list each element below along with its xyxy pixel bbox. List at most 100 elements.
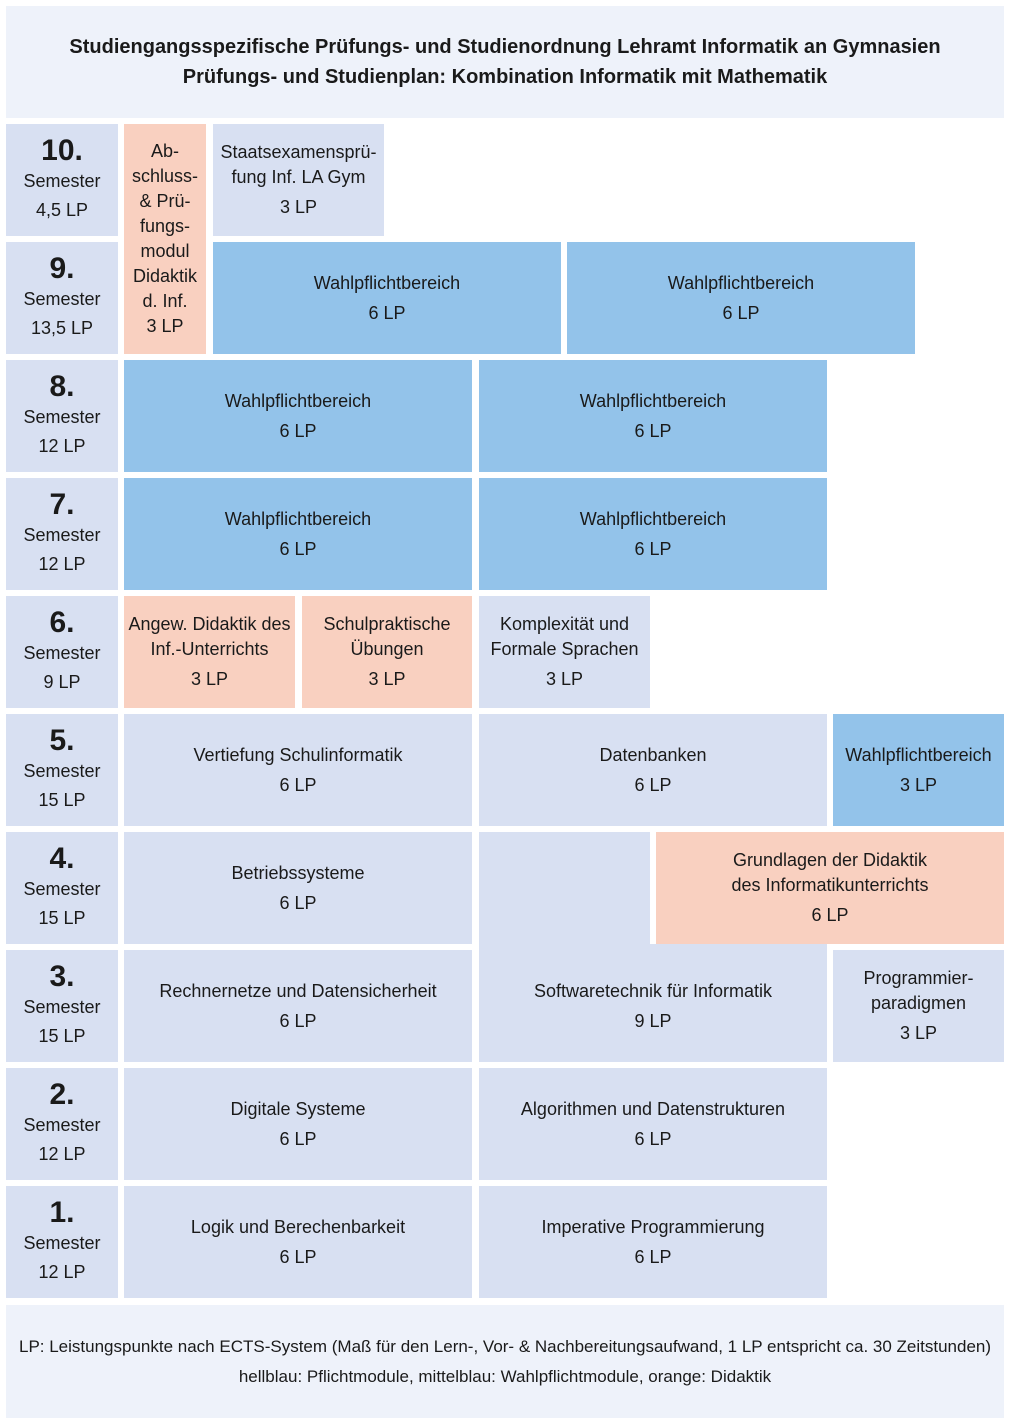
module-grundlagen-didaktik: Grundlagen der Didaktik des Informatikun… xyxy=(656,832,1004,944)
module-softwaretechnik: Softwaretechnik für Informatik 9 LP xyxy=(479,944,827,1062)
module-algorithmen-datenstrukturen: Algorithmen und Datenstrukturen 6 LP xyxy=(479,1068,827,1180)
module-vertiefung-schulinformatik: Vertiefung Schulinformatik 6 LP xyxy=(124,714,472,826)
semester-lp: 9 LP xyxy=(43,672,81,692)
module-lp: 6 LP xyxy=(279,420,317,441)
module-wahlpflicht-s9-b: Wahlpflichtbereich 6 LP xyxy=(567,242,915,354)
module-wahlpflicht-s8-a: Wahlpflichtbereich 6 LP xyxy=(124,360,472,472)
module-name-line: Staatsexamensprü- xyxy=(220,142,377,162)
legend-footer: LP: Leistungspunkte nach ECTS-System (Ma… xyxy=(6,1305,1004,1418)
module-name: Rechnernetze und Datensicherheit xyxy=(159,980,437,1001)
module-name: Wahlpflichtbereich xyxy=(845,744,992,765)
semester-label: Semester xyxy=(23,525,101,545)
semester-1: 1. Semester 12 LP xyxy=(6,1186,118,1298)
semester-label: Semester xyxy=(23,1233,101,1253)
semester-label: Semester xyxy=(23,1115,101,1135)
module-lp: 6 LP xyxy=(634,1128,672,1149)
module-abschlussmodul-didaktik: Ab- schluss- & Prü- fungs- modul Didakti… xyxy=(124,124,206,354)
module-name-line: Inf.-Unterrichts xyxy=(150,639,269,659)
semester-label: Semester xyxy=(23,407,101,427)
module-wahlpflicht-s5: Wahlpflichtbereich 3 LP xyxy=(833,714,1004,826)
semester-lp: 4,5 LP xyxy=(35,200,89,220)
module-wahlpflicht-s8-b: Wahlpflichtbereich 6 LP xyxy=(479,360,827,472)
module-lp: 6 LP xyxy=(279,1010,317,1031)
module-lp: 3 LP xyxy=(899,774,938,795)
module-name-line: fung Inf. LA Gym xyxy=(231,167,366,187)
page-header: Studiengangsspezifische Prüfungs- und St… xyxy=(6,6,1004,118)
semester-label: Semester xyxy=(23,289,101,309)
semester-6: 6. Semester 9 LP xyxy=(6,596,118,708)
module-betriebssysteme: Betriebssysteme 6 LP xyxy=(124,832,472,944)
module-wahlpflicht-s7-a: Wahlpflichtbereich 6 LP xyxy=(124,478,472,590)
module-name: Wahlpflichtbereich xyxy=(579,508,727,529)
module-wahlpflicht-s7-b: Wahlpflichtbereich 6 LP xyxy=(479,478,827,590)
module-staatsexamen: Staatsexamensprü- fung Inf. LA Gym 3 LP xyxy=(213,124,384,236)
semester-lp: 15 LP xyxy=(38,1026,86,1046)
semester-lp: 12 LP xyxy=(38,1262,86,1282)
semester-9: 9. Semester 13,5 LP xyxy=(6,242,118,354)
module-rechnernetze-datensicherheit: Rechnernetze und Datensicherheit 6 LP xyxy=(124,950,472,1062)
module-name-line: paradigmen xyxy=(870,993,967,1013)
module-lp: 3 LP xyxy=(190,669,229,689)
semester-label: Semester xyxy=(23,761,101,781)
module-name: Logik und Berechenbarkeit xyxy=(190,1216,406,1237)
semester-lp: 15 LP xyxy=(38,790,86,810)
module-name: Digitale Systeme xyxy=(230,1098,366,1119)
module-lp: 6 LP xyxy=(811,905,849,925)
legend-colors: hellblau: Pflichtmodule, mittelblau: Wah… xyxy=(238,1366,772,1386)
module-name: Wahlpflichtbereich xyxy=(313,272,461,293)
module-name: Wahlpflichtbereich xyxy=(579,390,727,411)
semester-5: 5. Semester 15 LP xyxy=(6,714,118,826)
semester-number: 5. xyxy=(49,724,75,757)
semester-lp: 12 LP xyxy=(38,554,86,574)
semester-number: 7. xyxy=(49,488,75,521)
module-name-line: Formale Sprachen xyxy=(490,639,639,659)
module-imperative-programmierung: Imperative Programmierung 6 LP xyxy=(479,1186,827,1298)
module-lp: 6 LP xyxy=(722,302,760,323)
module-lp: 3 LP xyxy=(279,197,318,217)
semester-label: Semester xyxy=(23,997,101,1017)
module-angewandte-didaktik: Angew. Didaktik des Inf.-Unterrichts 3 L… xyxy=(124,596,295,708)
semester-label: Semester xyxy=(23,171,101,191)
semester-8: 8. Semester 12 LP xyxy=(6,360,118,472)
semester-10: 10. Semester 4,5 LP xyxy=(6,124,118,236)
module-name: Softwaretechnik für Informatik xyxy=(533,980,773,1001)
module-programmierparadigmen: Programmier- paradigmen 3 LP xyxy=(833,950,1004,1062)
module-name-line: d. Inf. xyxy=(142,291,188,311)
module-digitale-systeme: Digitale Systeme 6 LP xyxy=(124,1068,472,1180)
module-name-line: schluss- xyxy=(131,166,198,186)
module-name-line: & Prü- xyxy=(139,191,191,211)
module-name: Wahlpflichtbereich xyxy=(667,272,815,293)
module-datenbanken: Datenbanken 6 LP xyxy=(479,714,827,826)
module-name: Datenbanken xyxy=(599,744,707,765)
module-wahlpflicht-s9-a: Wahlpflichtbereich 6 LP xyxy=(213,242,561,354)
module-lp: 9 LP xyxy=(634,1010,672,1031)
module-name-line: Programmier- xyxy=(863,968,974,988)
module-name: Wahlpflichtbereich xyxy=(224,508,372,529)
semester-4: 4. Semester 15 LP xyxy=(6,832,118,944)
module-lp: 3 LP xyxy=(368,669,406,689)
module-name-line: Didaktik xyxy=(132,266,198,286)
module-name: Betriebssysteme xyxy=(231,862,365,883)
module-lp: 6 LP xyxy=(279,1246,317,1267)
module-lp: 6 LP xyxy=(634,1246,672,1267)
module-lp: 6 LP xyxy=(279,892,317,913)
module-softwaretechnik-extension xyxy=(479,832,650,950)
module-name-line: modul xyxy=(140,241,190,261)
semester-number: 6. xyxy=(49,606,75,639)
semester-number: 9. xyxy=(49,252,75,285)
semester-lp: 15 LP xyxy=(38,908,86,928)
module-name-line: Komplexität und xyxy=(499,614,630,634)
module-schulpraktische-uebungen: Schulpraktische Übungen 3 LP xyxy=(302,596,472,708)
semester-label: Semester xyxy=(23,879,101,899)
semester-lp: 12 LP xyxy=(38,436,86,456)
module-lp: 6 LP xyxy=(634,420,672,441)
module-lp: 6 LP xyxy=(368,302,406,323)
page-title: Studiengangsspezifische Prüfungs- und St… xyxy=(69,36,941,58)
semester-2: 2. Semester 12 LP xyxy=(6,1068,118,1180)
semester-number: 8. xyxy=(49,370,75,403)
legend-lp-definition: LP: Leistungspunkte nach ECTS-System (Ma… xyxy=(18,1336,992,1356)
module-lp: 6 LP xyxy=(279,774,317,795)
module-name: Imperative Programmierung xyxy=(541,1216,765,1237)
semester-number: 3. xyxy=(49,960,75,993)
semester-number: 10. xyxy=(41,134,83,167)
